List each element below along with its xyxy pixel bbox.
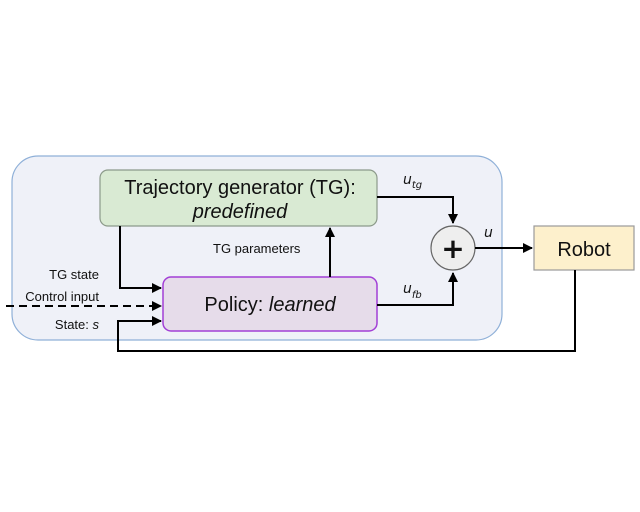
tg-to-sum-line xyxy=(377,196,458,224)
state-feedback-line xyxy=(117,270,576,352)
state-label: State: s xyxy=(55,317,100,332)
policy-to-sum-line xyxy=(377,272,458,306)
tg-state-line xyxy=(119,226,162,293)
tg-state-label: TG state xyxy=(49,267,99,282)
policy-prefix: Policy: xyxy=(204,294,268,316)
policy-learned: learned xyxy=(269,294,337,316)
robot-label: Robot xyxy=(557,239,611,261)
sum-symbol: + xyxy=(441,232,464,265)
control-input-label: Control input xyxy=(25,289,99,304)
robot-block xyxy=(533,225,635,271)
tg-parameters-label: TG parameters xyxy=(213,241,301,256)
u-tg-label: utg xyxy=(403,172,422,191)
tg-block-subtitle: predefined xyxy=(192,201,288,223)
u-fb-base: u xyxy=(403,281,412,297)
u-fb-label: ufb xyxy=(403,281,422,301)
u-output-label: u xyxy=(484,225,493,241)
u-tg-base: u xyxy=(403,172,412,188)
state-label-prefix: State: xyxy=(55,317,93,332)
policy-block-label: Policy: learned xyxy=(204,294,336,316)
tg-block-title: Trajectory generator (TG): xyxy=(124,177,356,199)
u-tg-sub: tg xyxy=(412,180,422,191)
u-fb-sub: fb xyxy=(412,290,422,301)
state-symbol: s xyxy=(93,317,100,332)
